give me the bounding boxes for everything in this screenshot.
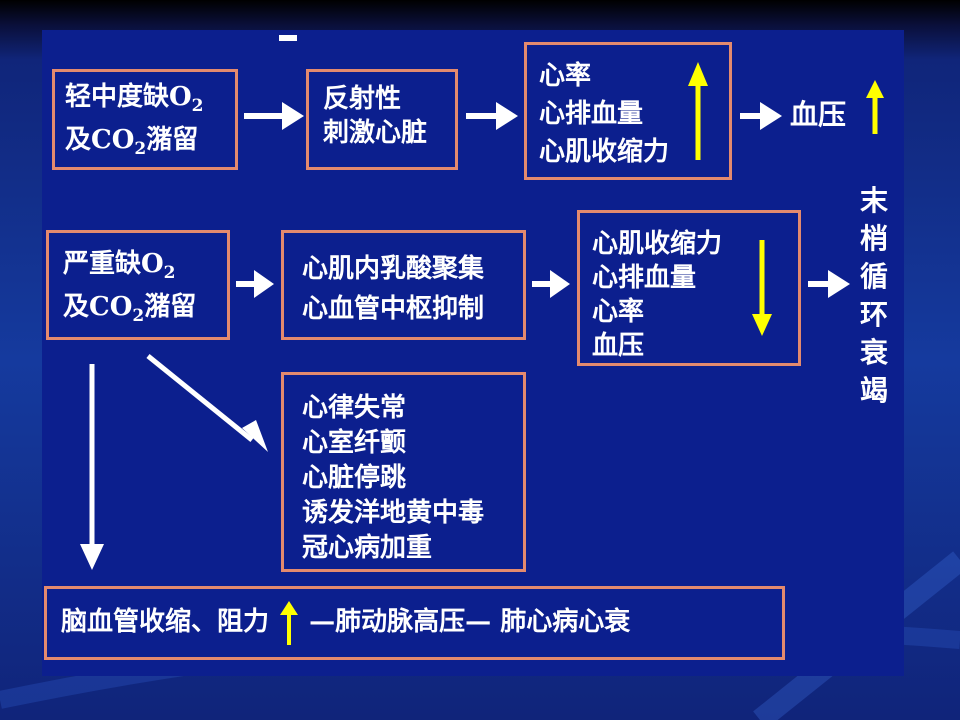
arrow-right-icon xyxy=(236,270,274,298)
severe-hypoxia-line2: 及CO2潴留 xyxy=(63,292,197,326)
coronary-disease-label: 冠心病加重 xyxy=(302,533,433,563)
heart-rate-down-label: 心率 xyxy=(592,297,645,327)
center-suppression-label: 心血管中枢抑制 xyxy=(302,294,485,324)
mild-hypoxia-line2: 及CO2潴留 xyxy=(65,125,199,159)
bottom-text: 脑血管收缩、阻力 —肺动脉高压— 肺心病心衰 xyxy=(61,601,630,645)
title-dash xyxy=(279,35,297,41)
up-arrow-icon xyxy=(688,62,708,160)
cardiac-output-label: 心排血量 xyxy=(539,99,644,129)
box-arrhythmia: 心律失常 心室纤颤 心脏停跳 诱发洋地黄中毒 冠心病加重 xyxy=(281,372,526,572)
mild-hypoxia-line1: 轻中度缺O2 xyxy=(65,82,204,116)
box-pulmonary-heart: 脑血管收缩、阻力 —肺动脉高压— 肺心病心衰 xyxy=(44,586,785,660)
cardiac-arrest-label: 心脏停跳 xyxy=(302,463,407,493)
up-arrow-icon xyxy=(280,601,299,645)
blood-pressure-down-label: 血压 xyxy=(592,331,645,361)
lactate-label: 心肌内乳酸聚集 xyxy=(302,254,485,284)
arrow-right-icon xyxy=(466,102,518,130)
box-mild-hypoxia: 轻中度缺O2 及CO2潴留 xyxy=(52,69,238,170)
cerebral-vessel-label: 脑血管收缩、阻力 xyxy=(61,607,270,637)
arrow-right-icon xyxy=(532,270,570,298)
ventricular-fibrillation-label: 心室纤颤 xyxy=(302,428,407,458)
arrow-right-icon xyxy=(808,270,850,298)
arrow-right-icon xyxy=(244,102,304,130)
up-arrow-icon xyxy=(866,80,884,134)
arrhythmia-label: 心律失常 xyxy=(302,393,407,423)
reflex-line1: 反射性 xyxy=(323,84,402,114)
down-arrow-icon xyxy=(752,240,772,336)
box-lactate-suppression: 心肌内乳酸聚集 心血管中枢抑制 xyxy=(281,230,526,340)
box-severe-hypoxia: 严重缺O2 及CO2潴留 xyxy=(46,230,230,340)
contractility-down-label: 心肌收缩力 xyxy=(592,229,723,259)
arrow-diagonal-icon xyxy=(146,354,268,452)
cardiac-output-down-label: 心排血量 xyxy=(592,263,697,293)
blood-pressure-label: 血压 xyxy=(790,98,847,131)
heart-rate-label: 心率 xyxy=(539,61,592,91)
pulmonary-hypertension-label: —肺动脉高压— 肺心病心衰 xyxy=(309,607,631,637)
digitalis-toxicity-label: 诱发洋地黄中毒 xyxy=(302,498,485,528)
box-cardiac-increase: 心率 心排血量 心肌收缩力 xyxy=(524,42,732,180)
box-cardiac-decrease: 心肌收缩力 心排血量 心率 血压 xyxy=(577,210,801,366)
reflex-line2: 刺激心脏 xyxy=(323,118,428,148)
arrow-down-icon xyxy=(80,364,104,570)
box-reflex-stimulation: 反射性 刺激心脏 xyxy=(306,69,458,170)
severe-hypoxia-line1: 严重缺O2 xyxy=(63,249,176,283)
contractility-label: 心肌收缩力 xyxy=(539,137,670,167)
arrow-right-icon xyxy=(740,102,782,130)
diagram-panel xyxy=(42,30,904,676)
peripheral-circulatory-failure: 末 梢 循 环 衰 竭 xyxy=(859,184,888,407)
